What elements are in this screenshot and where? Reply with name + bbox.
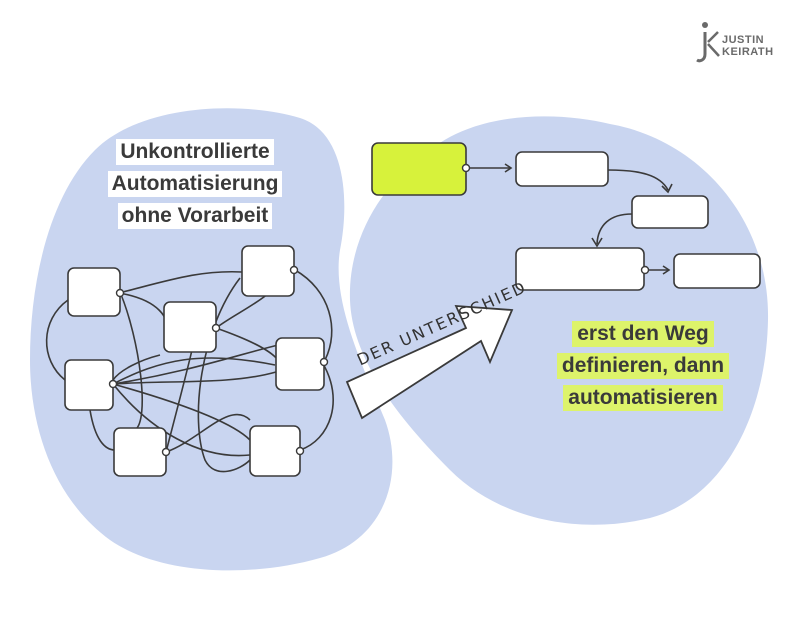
- left-title-line: Unkontrollierte: [116, 139, 274, 165]
- tangle-node: [113, 427, 167, 477]
- tangle-node: [64, 359, 114, 411]
- right-title-line: erst den Weg: [572, 321, 714, 347]
- left-nodes: [64, 245, 325, 477]
- right-title-line: automatisieren: [563, 385, 723, 411]
- flow-node: [515, 151, 609, 187]
- left-node-ports: [108, 265, 329, 457]
- tangle-node: [163, 301, 217, 353]
- logo-line-2: KEIRATH: [722, 46, 774, 58]
- logo-line-1: JUSTIN: [722, 34, 765, 46]
- flow-node: [515, 247, 645, 291]
- tangle-node: [249, 425, 301, 477]
- start-node: [371, 142, 467, 196]
- left-title-line: Automatisierung: [107, 171, 283, 197]
- right-nodes: [371, 142, 761, 291]
- right-node-ports: [461, 163, 650, 275]
- tangle-node: [275, 337, 325, 391]
- logo-text: JUSTIN KEIRATH: [722, 34, 774, 58]
- logo-mark-icon: [696, 22, 720, 63]
- difference-arrow: [345, 304, 514, 420]
- right-title-line: definieren, dann: [556, 353, 730, 379]
- ordered-flow: [466, 163, 673, 275]
- brand-logo: JUSTIN KEIRATH: [696, 20, 786, 64]
- tangle-node: [241, 245, 295, 297]
- flow-node: [673, 253, 761, 289]
- tangle-node: [67, 267, 121, 317]
- flow-node: [631, 195, 709, 229]
- right-title: erst den Weg definieren, dann automatisi…: [528, 318, 758, 414]
- left-title-line: ohne Vorarbeit: [117, 203, 273, 229]
- left-title: Unkontrollierte Automatisierung ohne Vor…: [60, 136, 330, 232]
- tangled-connections: [45, 269, 334, 473]
